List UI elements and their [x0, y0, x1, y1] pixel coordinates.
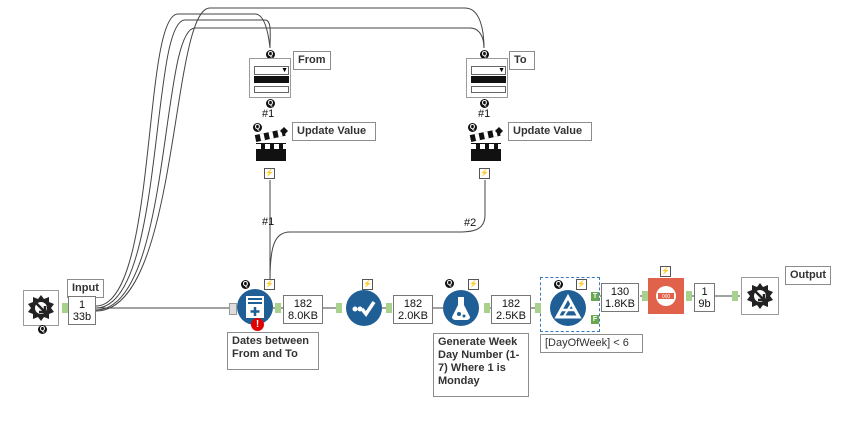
connection-number-2: #2: [464, 217, 477, 229]
dropdown-option-bar: [254, 86, 289, 93]
record-size: 2.0KB: [398, 310, 428, 322]
record-size: 33b: [72, 311, 92, 323]
formula-record-count: 182 2.5KB: [491, 295, 531, 324]
formula-flask-icon: [452, 297, 470, 320]
question-badge: Q: [480, 99, 489, 108]
record-size: 9b: [698, 298, 711, 310]
to-connection-number: #1: [478, 108, 491, 120]
record-size: 2.5KB: [496, 310, 526, 322]
from-connection-number: #1: [262, 108, 275, 120]
output-label: Output: [785, 266, 832, 285]
select-record-count: 182 2.0KB: [393, 295, 433, 324]
bolt-icon: ⚡: [479, 168, 490, 179]
output-anchor[interactable]: [386, 303, 392, 313]
question-badge: Q: [266, 99, 275, 108]
svg-text:000: 000: [662, 294, 671, 300]
filter-record-count: 130 1.8KB: [601, 283, 639, 312]
select-tool[interactable]: [346, 290, 382, 326]
record-id-icon: 000: [656, 286, 676, 306]
output-anchor[interactable]: [686, 291, 692, 301]
record-count: 182: [501, 298, 521, 310]
question-badge: Q: [468, 123, 477, 132]
wire-input-to-to: [95, 27, 485, 311]
update-value-label-2: Update Value: [508, 122, 592, 141]
wire-action-2: [269, 180, 486, 281]
dropdown-selected-bar: [471, 76, 506, 83]
question-badge: Q: [554, 280, 563, 289]
bolt-icon: ⚡: [660, 266, 671, 277]
output-anchor[interactable]: [275, 303, 281, 313]
input-anchor[interactable]: [535, 303, 541, 313]
bolt-icon: ⚡: [264, 279, 275, 290]
recordid-record-count: 1 9b: [694, 283, 715, 312]
wire-input-to-from: [95, 19, 271, 309]
question-badge: Q: [445, 279, 454, 288]
formula-label: Generate Week Day Number (1-7) Where 1 i…: [433, 333, 529, 397]
to-label: To: [509, 51, 535, 70]
question-badge: Q: [241, 280, 250, 289]
input-record-count: 1 33b: [68, 296, 96, 325]
generate-rows-label: Dates between From and To: [227, 332, 319, 370]
generate-record-count: 182 8.0KB: [283, 295, 323, 324]
filter-true-anchor[interactable]: T: [591, 292, 599, 301]
chevron-down-icon: ▼: [471, 66, 506, 75]
clapperboard-icon: [469, 127, 503, 161]
input-anchor[interactable]: [229, 303, 237, 315]
select-check-icon: [352, 301, 376, 317]
action-from-tool[interactable]: [252, 125, 292, 165]
macro-output-icon: [747, 283, 773, 309]
generate-rows-icon: [246, 296, 264, 318]
record-size: 8.0KB: [288, 310, 318, 322]
macro-input-tool[interactable]: [23, 290, 59, 326]
output-anchor[interactable]: [484, 303, 490, 313]
macro-output-tool[interactable]: [741, 277, 779, 315]
filter-icon: [554, 293, 582, 319]
dropdown-option-bar: [471, 86, 506, 93]
question-badge: Q: [480, 50, 489, 59]
record-count: 182: [403, 298, 423, 310]
record-count: 1: [701, 286, 708, 298]
bolt-icon: ⚡: [576, 279, 587, 290]
bolt-icon: ⚡: [264, 168, 275, 179]
clapperboard-icon: [254, 127, 288, 161]
connection-number-1: #1: [262, 216, 275, 228]
from-label: From: [293, 51, 331, 70]
question-badge: Q: [266, 50, 275, 59]
record-count: 130: [610, 286, 630, 298]
record-count: 182: [293, 298, 313, 310]
error-icon: !: [251, 318, 264, 331]
macro-input-icon: [28, 295, 54, 321]
bolt-icon: ⚡: [468, 279, 479, 290]
dropdown-selected-bar: [254, 76, 289, 83]
record-count: 1: [78, 299, 86, 311]
input-anchor[interactable]: [336, 303, 342, 313]
filter-label: [DayOfWeek] < 6: [540, 334, 643, 353]
filter-tool[interactable]: [550, 290, 586, 326]
input-anchor[interactable]: [642, 291, 648, 301]
question-badge: Q: [253, 123, 262, 132]
to-dropdown-tool[interactable]: ▼: [466, 58, 508, 98]
question-badge: Q: [38, 325, 47, 334]
action-to-tool[interactable]: [467, 125, 507, 165]
record-size: 1.8KB: [605, 298, 635, 310]
filter-false-anchor[interactable]: F: [591, 315, 599, 324]
update-value-label-1: Update Value: [292, 122, 376, 141]
input-anchor[interactable]: [732, 291, 738, 301]
bolt-icon: ⚡: [362, 279, 373, 290]
chevron-down-icon: ▼: [254, 66, 289, 75]
output-anchor[interactable]: [62, 303, 68, 313]
from-dropdown-tool[interactable]: ▼: [249, 58, 291, 98]
record-id-tool[interactable]: 000: [648, 278, 684, 314]
formula-tool[interactable]: [443, 290, 479, 326]
